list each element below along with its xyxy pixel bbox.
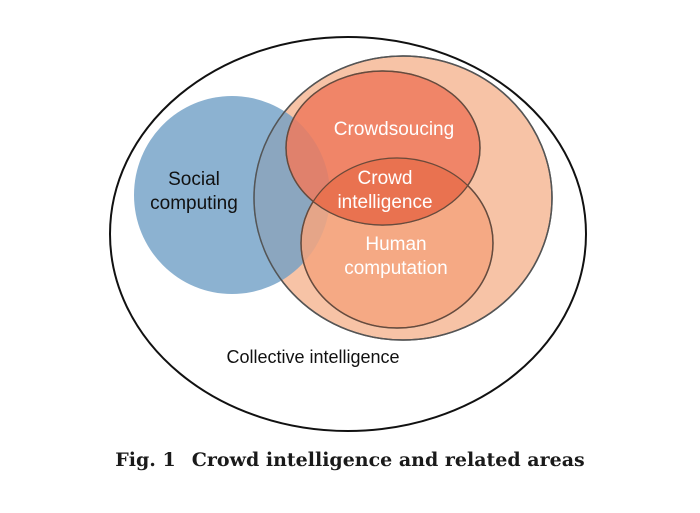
crowd-intelligence-label-line1: Crowd — [358, 168, 413, 189]
human-computation-label-line1: Human — [365, 234, 426, 255]
venn-diagram: Social computing Crowdsoucing Crowd inte… — [109, 36, 587, 432]
figure-caption: Fig. 1 Crowd intelligence and related ar… — [0, 449, 700, 471]
social-label-line1: Social — [168, 169, 220, 190]
crowdsourcing-label: Crowdsoucing — [334, 119, 454, 140]
collective-intelligence-label: Collective intelligence — [226, 347, 399, 367]
figure-number: Fig. 1 — [115, 449, 176, 471]
crowd-intelligence-label-line2: intelligence — [337, 192, 432, 213]
social-computing-circle — [134, 96, 330, 294]
figure-title: Crowd intelligence and related areas — [191, 449, 585, 471]
social-label-line2: computing — [150, 193, 238, 214]
crowd-intelligence-overlap — [301, 158, 480, 225]
human-computation-label-line2: computation — [344, 258, 448, 279]
